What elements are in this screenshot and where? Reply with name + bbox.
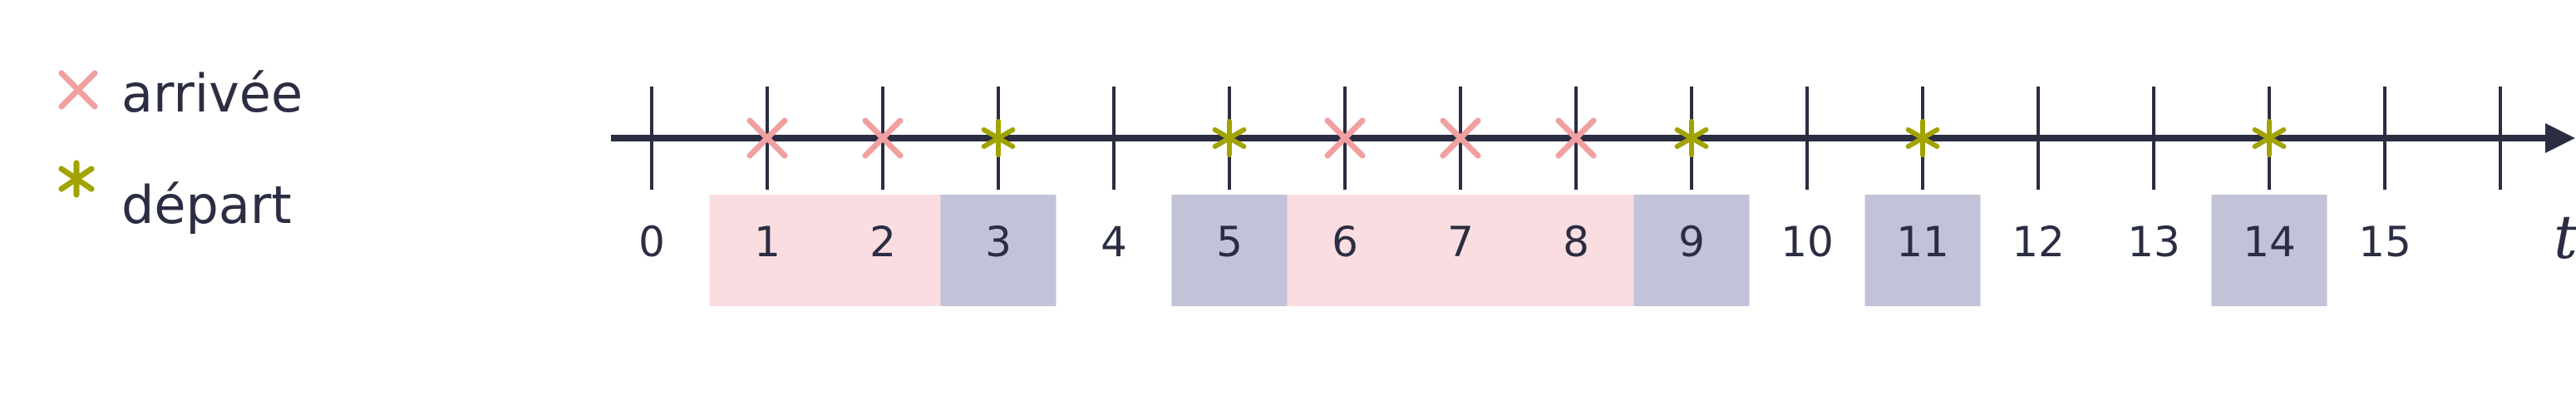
tick-label-15: 15 (2358, 218, 2411, 266)
arrival-cell-8 (1518, 195, 1634, 306)
event-markers (746, 117, 2287, 159)
tick-label-6: 6 (1332, 218, 1358, 266)
tick-label-8: 8 (1563, 218, 1589, 266)
arrival-cell-7 (1402, 195, 1519, 306)
tick-label-12: 12 (2012, 218, 2065, 266)
tick-label-0: 0 (638, 218, 665, 266)
departure-marker-14 (2252, 119, 2287, 157)
departure-cell-11 (1864, 195, 1981, 306)
asterisk-icon (58, 160, 95, 198)
legend: arrivée départ (58, 63, 303, 235)
arrival-cell-6 (1287, 195, 1403, 306)
tick-label-4: 4 (1101, 218, 1127, 266)
tick-label-5: 5 (1216, 218, 1243, 266)
arrival-marker-6 (1324, 117, 1366, 159)
arrival-cell-2 (825, 195, 941, 306)
tick-label-7: 7 (1447, 218, 1474, 266)
tick-label-1: 1 (754, 218, 781, 266)
tick-label-10: 10 (1781, 218, 1834, 266)
tick-label-13: 13 (2127, 218, 2180, 266)
departure-cell-14 (2211, 195, 2327, 306)
axis-arrow-icon (2545, 123, 2575, 153)
arrival-cell-1 (709, 195, 825, 306)
legend-label-arrival: arrivée (121, 63, 303, 124)
departure-marker-3 (981, 119, 1016, 157)
departure-marker-11 (1905, 119, 1940, 157)
departure-marker-5 (1212, 119, 1247, 157)
legend-item-arrival: arrivée (58, 63, 303, 124)
tick-label-2: 2 (869, 218, 896, 266)
arrival-marker-1 (746, 117, 788, 159)
arrival-marker-7 (1440, 117, 1481, 159)
cross-icon (58, 70, 98, 110)
tick-label-9: 9 (1678, 218, 1705, 266)
legend-label-departure: départ (121, 175, 292, 235)
departure-cell-9 (1633, 195, 1750, 306)
legend-item-departure: départ (58, 160, 292, 235)
tick-label-14: 14 (2243, 218, 2296, 266)
tick-label-11: 11 (1896, 218, 1949, 266)
departure-marker-9 (1674, 119, 1709, 157)
shaded-cells (709, 195, 2327, 306)
tick-label-3: 3 (985, 218, 1012, 266)
departure-cell-3 (940, 195, 1057, 306)
departure-cell-5 (1171, 195, 1288, 306)
arrival-marker-2 (862, 117, 904, 159)
axis-variable-label: t (2554, 202, 2576, 272)
arrival-marker-8 (1555, 117, 1597, 159)
